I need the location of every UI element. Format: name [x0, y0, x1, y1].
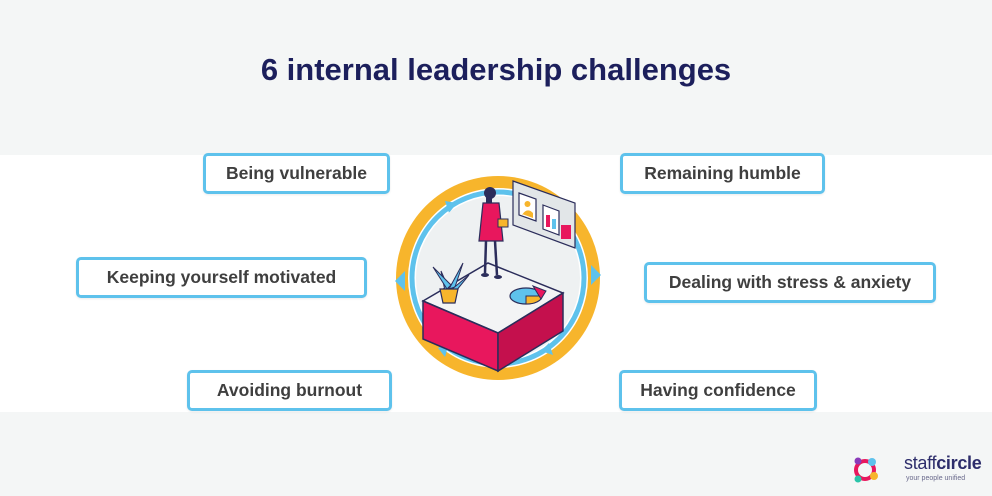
- challenge-being-vulnerable: Being vulnerable: [203, 153, 390, 194]
- ring-arrow-left: [395, 271, 405, 291]
- ring-arrow-right: [591, 265, 601, 285]
- staffcircle-logo-mark: [854, 457, 878, 483]
- challenge-having-confidence: Having confidence: [619, 370, 817, 411]
- challenge-avoiding-burnout: Avoiding burnout: [187, 370, 392, 411]
- challenge-keeping-motivated: Keeping yourself motivated: [76, 257, 367, 298]
- challenge-stress-anxiety: Dealing with stress & anxiety: [644, 262, 936, 303]
- logo-tagline: your people unified: [906, 475, 966, 482]
- logo-wordmark: staffcircle: [904, 453, 982, 474]
- logo-name-part1: staff: [904, 453, 937, 473]
- ring-arrow-bottom-right: [541, 343, 553, 355]
- logo-name-part2: circle: [936, 453, 982, 473]
- center-illustration: [395, 176, 601, 380]
- page-title: 6 internal leadership challenges: [260, 52, 732, 87]
- challenge-remaining-humble: Remaining humble: [620, 153, 825, 194]
- wall-chart: [542, 204, 560, 236]
- ring-arrow-top-left: [445, 201, 457, 213]
- person-figure: [478, 187, 509, 279]
